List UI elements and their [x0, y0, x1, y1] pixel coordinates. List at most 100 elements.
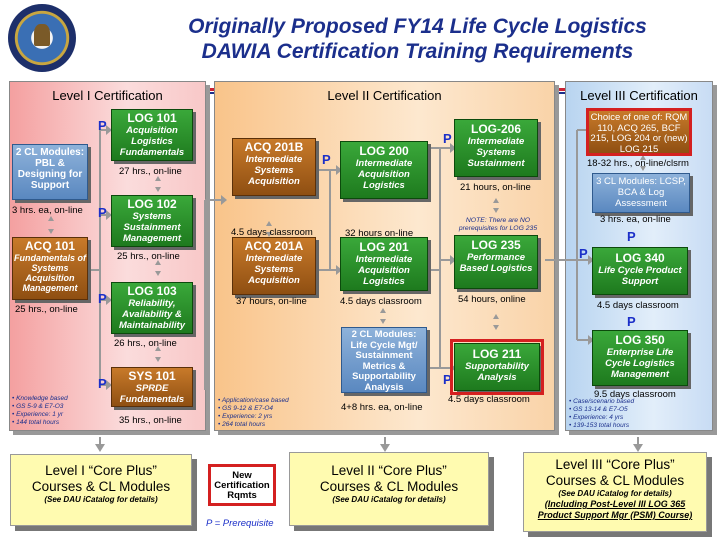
log340-hours: 4.5 days classroom [597, 300, 679, 311]
log102-hours: 25 hrs., on-line [117, 251, 180, 262]
bullet-item: • GS 5-9 & E7-O3 [12, 403, 64, 410]
log103-title: LOG 103 [127, 284, 177, 298]
log200-hours: 32 hours on-line [345, 228, 414, 239]
log206-title: LOG-206 [470, 122, 521, 136]
level1-bullets: • Knowledge based • GS 5-9 & E7-O3 • Exp… [12, 395, 68, 427]
level3-choice-box: Choice of one of: RQM 110, ACQ 265, BCF … [586, 108, 692, 156]
level3-cl-hours: 3 hrs. ea, on-line [600, 214, 671, 225]
log235-box: LOG 235 Performance Based Logistics [454, 235, 538, 289]
log101-subtitle: Acquisition Logistics Fundamentals [119, 125, 185, 158]
level2-heading: Level II Certification [327, 88, 442, 103]
level3-cl-modules-box: 3 CL Modules: LCSP, BCA & Log Assessment [592, 173, 690, 213]
acq201b-title: ACQ 201B [244, 140, 304, 154]
level2-cl-modules-text: 2 CL Modules: Life Cycle Mgt/ Sustainmen… [350, 329, 418, 393]
sys101-box: SYS 101 SPRDE Fundamentals [111, 367, 193, 407]
log103-hours: 26 hrs., on-line [114, 338, 177, 349]
page-title-line2: DAWIA Certification Training Requirement… [201, 40, 634, 63]
acq201b-hours: 4.5 days classroom [231, 227, 313, 238]
log200-subtitle: Intermediate Acquisition Logistics [355, 158, 413, 191]
level3-choice-hours: 18-32 hrs., on-line/clsrm [587, 158, 689, 169]
core-plus-note: Product Support Mgr (PSM) Course) [537, 510, 693, 520]
log200-box: LOG 200 Intermediate Acquisition Logisti… [340, 141, 428, 199]
prereq-marker: P [98, 291, 107, 306]
acq101-box: ACQ 101 Fundamentals of Systems Acquisit… [12, 237, 88, 300]
log350-box: LOG 350 Enterprise Life Cycle Logistics … [592, 330, 688, 386]
log350-subtitle: Enterprise Life Cycle Logistics Manageme… [605, 347, 675, 380]
acq201a-subtitle: Intermediate Systems Acquisition [245, 253, 303, 286]
log211-box: LOG 211 Supportability Analysis [450, 339, 544, 395]
core-plus-note: (See DAU iCatalog for details) [558, 489, 672, 498]
level1-cl-hours: 3 hrs. ea, on-line [12, 205, 83, 216]
log206-box: LOG-206 Intermediate Systems Sustainment [454, 119, 538, 177]
core-plus-note: (See DAU iCatalog for details) [44, 495, 158, 504]
level1-cl-modules-box: 2 CL Modules: PBL & Designing for Suppor… [12, 144, 88, 200]
level3-choice-text: Choice of one of: RQM 110, ACQ 265, BCF … [590, 112, 688, 155]
log103-subtitle: Reliability, Availability & Maintainabil… [119, 298, 185, 331]
log235-note: NOTE: There are NO prerequisites for LOG… [458, 217, 538, 232]
prereq-marker: P [98, 205, 107, 220]
level3-heading: Level III Certification [580, 88, 698, 103]
bullet-item: • 144 total hours [12, 419, 60, 426]
acq201a-hours: 37 hours, on-line [236, 296, 307, 307]
prereq-marker: P [627, 314, 636, 329]
log200-title: LOG 200 [359, 144, 409, 158]
log206-subtitle: Intermediate Systems Sustainment [467, 136, 525, 169]
prerequisite-legend: P = Prerequisite [206, 518, 274, 529]
log102-subtitle: Systems Sustainment Management [122, 211, 182, 244]
bullet-item: • Experience: 1 yr [12, 411, 64, 418]
log103-box: LOG 103 Reliability, Availability & Main… [111, 282, 193, 334]
bullet-item: • GS 9-12 & E7-O4 [218, 405, 274, 412]
bullet-item: • GS 13-14 & E7-O5 [569, 406, 628, 413]
core-plus-note: (See DAU iCatalog for details) [332, 495, 446, 504]
log235-title: LOG 235 [471, 238, 521, 252]
prereq-marker: P [98, 118, 107, 133]
level3-core-plus-box: Level III “Core Plus” Courses & CL Modul… [523, 452, 707, 532]
acq201b-box: ACQ 201B Intermediate Systems Acquisitio… [232, 138, 316, 196]
prereq-marker: P [98, 376, 107, 391]
core-plus-line: Courses & CL Modules [545, 473, 685, 488]
log235-subtitle: Performance Based Logistics [459, 252, 533, 274]
prereq-marker: P [443, 131, 452, 146]
log340-box: LOG 340 Life Cycle Product Support [592, 247, 688, 295]
dod-seal-logo [8, 4, 76, 72]
prereq-marker: P [443, 372, 452, 387]
prereq-marker: P [322, 152, 331, 167]
log101-title: LOG 101 [127, 111, 177, 125]
level2-core-plus-box: Level II “Core Plus” Courses & CL Module… [289, 452, 489, 526]
bullet-item: • Experience: 4 yrs [569, 414, 624, 421]
level2-bullets: • Application/case based • GS 9-12 & E7-… [218, 397, 289, 429]
level2-cl-hours: 4+8 hrs. ea, on-line [341, 402, 423, 413]
bullet-item: • Application/case based [218, 397, 289, 404]
log211-title: LOG 211 [472, 347, 522, 361]
core-plus-line: Level II “Core Plus” [331, 463, 447, 478]
log211-subtitle: Supportability Analysis [465, 361, 529, 383]
core-plus-line: Level III “Core Plus” [555, 457, 675, 472]
core-plus-line: Courses & CL Modules [31, 479, 171, 494]
log201-hours: 4.5 days classroom [340, 296, 422, 307]
level2-cl-modules-box: 2 CL Modules: Life Cycle Mgt/ Sustainmen… [341, 327, 427, 393]
bullet-item: • 139-153 total hours [569, 422, 630, 429]
acq201a-box: ACQ 201A Intermediate Systems Acquisitio… [232, 237, 316, 295]
level1-cl-modules-text: 2 CL Modules: PBL & Designing for Suppor… [15, 147, 85, 191]
log102-title: LOG 102 [127, 197, 177, 211]
level3-bullets: • Case/scenario based • GS 13-14 & E7-O5… [569, 398, 634, 430]
core-plus-line: Level I “Core Plus” [45, 463, 157, 478]
level1-core-plus-box: Level I “Core Plus” Courses & CL Modules… [10, 454, 192, 526]
log211-hours: 4.5 days classroom [448, 394, 530, 405]
sys101-hours: 35 hrs., on-line [119, 415, 182, 426]
prereq-marker: P [627, 229, 636, 244]
bullet-item: • Experience: 2 yrs [218, 413, 273, 420]
core-plus-note: (Including Post-Level III LOG 365 [544, 499, 686, 509]
log340-title: LOG 340 [615, 251, 665, 265]
log340-subtitle: Life Cycle Product Support [598, 265, 682, 287]
core-plus-line: Courses & CL Modules [319, 479, 459, 494]
acq101-subtitle: Fundamentals of Systems Acquisition Mana… [13, 253, 86, 293]
sys101-subtitle: SPRDE Fundamentals [119, 383, 185, 405]
bullet-item: • 264 total hours [218, 421, 266, 428]
log235-hours: 54 hours, online [458, 294, 526, 305]
bullet-item: • Knowledge based [12, 395, 68, 402]
level3-cl-modules-text: 3 CL Modules: LCSP, BCA & Log Assessment [596, 176, 686, 209]
page-title-line1: Originally Proposed FY14 Life Cycle Logi… [188, 15, 647, 38]
acq101-hours: 25 hrs., on-line [15, 304, 78, 315]
log201-subtitle: Intermediate Acquisition Logistics [355, 254, 413, 287]
